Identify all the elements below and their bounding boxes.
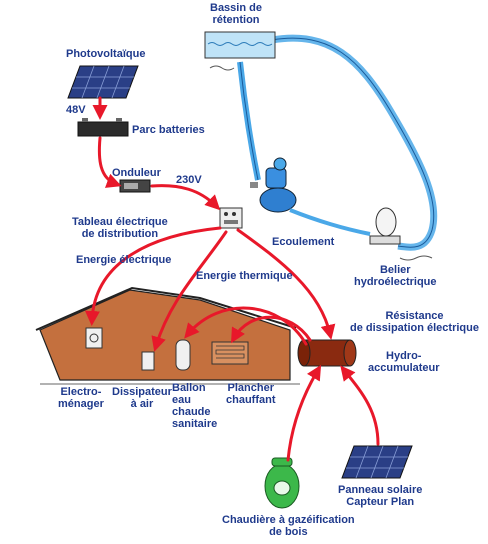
arrow-accumulator-to-ballon [184,306,308,346]
label-plancher: Plancher chauffant [226,382,276,406]
arrow-boiler-to-accumulator [286,364,322,462]
hydraulic-ram [369,207,433,261]
wood-boiler [264,457,300,509]
turbine [250,157,371,236]
arrow-inverter-to-panel [150,184,221,211]
arrow-panel-to-appliance [84,226,222,326]
solar-thermal-panel [341,445,413,479]
label-energie-electrique: Energie électrique [76,254,172,266]
label-resistance: Résistance de dissipation électrique [350,310,479,334]
label-energie-thermique: Energie thermique [196,270,293,282]
distribution-panel [219,207,243,229]
energy-flow-arrows [84,96,380,462]
arrow-accumulator-to-floor [231,315,312,344]
inverter [119,179,151,193]
label-bassin: Bassin de rétention [210,2,262,26]
house [35,286,300,385]
label-onduleur: Onduleur [112,167,161,179]
label-chaudiere: Chaudière à gazéification de bois [222,514,355,538]
label-tableau: Tableau électrique de distribution [72,216,168,240]
label-hydro-accumulateur: Hydro- accumulateur [368,350,440,374]
photovoltaic-panel [67,65,139,99]
label-ecoulement: Ecoulement [272,236,335,248]
label-photovoltaique: Photovoltaïque [66,48,146,60]
label-230v: 230V [176,174,202,186]
retention-basin [204,31,276,71]
battery-bank [77,118,129,137]
label-panneau-solaire: Panneau solaire Capteur Plan [338,484,423,508]
arrow-solar-to-accumulator [340,365,380,446]
label-belier: Belier hydroélectrique [354,264,437,288]
arrow-panel-to-dissipator [151,230,228,352]
arrow-batteries-to-inverter [97,136,122,188]
label-ballon: Ballon eau chaude sanitaire [172,382,218,430]
label-48v: 48V [66,104,86,116]
label-parc-batteries: Parc batteries [132,124,205,136]
water-pipe [237,34,438,251]
arrow-panel-to-resistance [236,228,336,340]
label-electromenager: Electro- ménager [58,386,104,410]
label-dissipateur: Dissipateur à air [112,386,172,410]
